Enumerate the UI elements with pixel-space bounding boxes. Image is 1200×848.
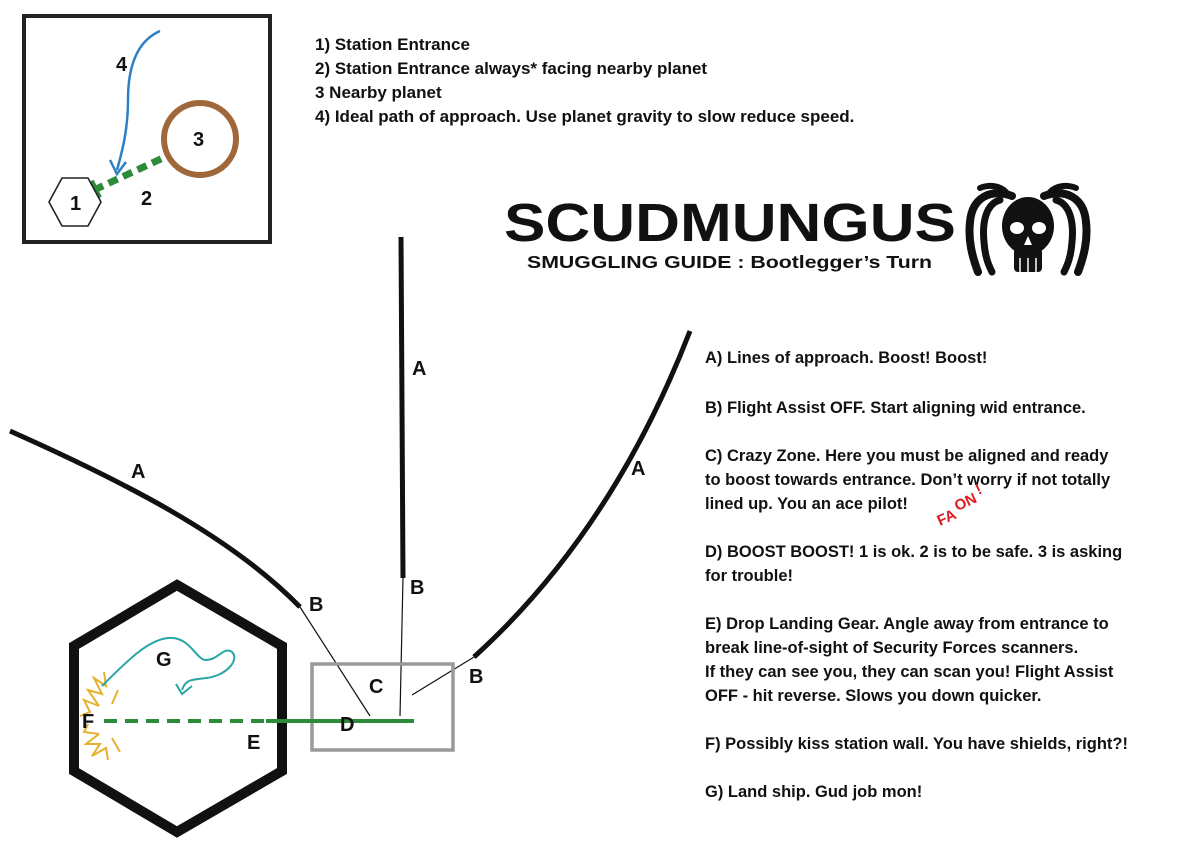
inset-map: 4 3 2 1 [22, 14, 272, 244]
label-a-left: A [131, 461, 145, 483]
guide-subtitle: SMUGGLING GUIDE : Bootlegger’s Turn [527, 252, 932, 272]
legend-item: 4) Ideal path of approach. Use planet gr… [315, 107, 854, 126]
note-e-line: OFF - hit reverse. Slows you down quicke… [705, 687, 1042, 705]
inset-planet [161, 100, 239, 178]
legend-item: 3 Nearby planet [315, 83, 442, 102]
note-c-line: C) Crazy Zone. Here you must be aligned … [705, 447, 1109, 465]
inset-approach-path [115, 29, 161, 171]
skull-face [1002, 197, 1054, 273]
inset-label-entrance: 1 [70, 193, 81, 215]
inset-facing-line [92, 153, 167, 194]
legend: 1) Station Entrance 2) Station Entrance … [315, 35, 854, 126]
inset-station-hexagon [48, 177, 102, 227]
label-b-left: B [309, 594, 323, 616]
approach-line-left [8, 428, 302, 609]
label-a-right: A [631, 458, 645, 480]
label-g: G [156, 649, 172, 671]
scribble-fa: FA [935, 506, 960, 530]
note-e-line: break line-of-sight of Security Forces s… [705, 639, 1078, 657]
approach-line-right [472, 330, 693, 659]
note-e-line: If they can see you, they can scan you! … [705, 663, 1114, 681]
note-c-line: to boost towards entrance. Don’t worry i… [705, 471, 1111, 489]
header: SCUDMUNGUS SMUGGLING GUIDE : Bootlegger’… [504, 182, 1091, 276]
alignment-line-left [299, 606, 371, 717]
alignment-line-right [411, 656, 475, 696]
label-e: E [247, 732, 260, 754]
label-f: F [82, 711, 94, 733]
approach-line-center [398, 236, 406, 579]
notes-list: A) Lines of approach. Boost! Boost! B) Fl… [705, 349, 1128, 801]
label-a-center: A [412, 358, 426, 380]
note-a-line: A) Lines of approach. Boost! Boost! [705, 349, 987, 367]
label-b-center: B [410, 577, 424, 599]
note-b-line: B) Flight Assist OFF. Start aligning wid… [705, 399, 1086, 417]
note-d-line: for trouble! [705, 567, 793, 585]
approach-diagram: A A A B B B C D E F G [8, 236, 693, 838]
alignment-line-center [399, 577, 404, 717]
legend-item: 1) Station Entrance [315, 35, 470, 54]
scribble-on: ON [952, 490, 980, 515]
legend-item: 2) Station Entrance always* facing nearb… [315, 59, 707, 78]
label-d: D [340, 714, 354, 736]
label-c: C [369, 676, 383, 698]
note-d-line: D) BOOST BOOST! 1 is ok. 2 is to be safe… [705, 543, 1122, 561]
label-b-right: B [469, 666, 483, 688]
inset-label-path: 4 [116, 54, 128, 76]
inset-label-facing: 2 [141, 188, 152, 210]
note-e-line: E) Drop Landing Gear. Angle away from en… [705, 615, 1109, 633]
note-f-line: F) Possibly kiss station wall. You have … [705, 735, 1128, 753]
guide-title: SCUDMUNGUS [504, 193, 956, 253]
station-hexagon [69, 579, 287, 838]
landing-arrowhead-icon [175, 683, 193, 696]
note-c-line: lined up. You an ace pilot! [705, 495, 908, 513]
inset-approach-arrowhead-icon [108, 159, 127, 177]
crazy-zone-box [310, 662, 455, 752]
inset-label-planet: 3 [193, 129, 204, 151]
scribble-exclaim: ! [973, 481, 985, 499]
dreadlocked-skull-icon [965, 182, 1091, 276]
note-g-line: G) Land ship. Gud job mon! [705, 783, 922, 801]
landing-path [101, 636, 236, 691]
